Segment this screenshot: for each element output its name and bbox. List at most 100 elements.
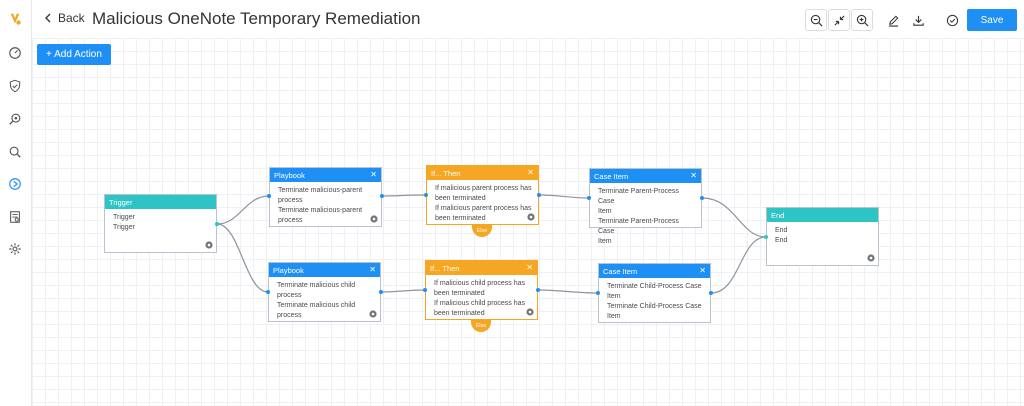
node-line: been terminated xyxy=(435,215,486,222)
output-port[interactable] xyxy=(537,193,541,197)
close-icon[interactable]: ✕ xyxy=(370,170,377,179)
node-line: End xyxy=(775,227,788,234)
node-line: If malicious parent process has xyxy=(435,205,532,212)
gear-icon[interactable] xyxy=(369,310,377,318)
playbook-child-node[interactable]: Playbook ✕ Terminate malicious child pro… xyxy=(268,262,381,322)
node-line: been terminated xyxy=(435,195,486,202)
gear-icon[interactable] xyxy=(370,215,378,223)
case-item-parent-header: Case Item ✕ xyxy=(590,169,701,183)
case-item-child-header: Case Item ✕ xyxy=(599,264,710,278)
save-button[interactable]: Save xyxy=(967,9,1017,31)
output-port[interactable] xyxy=(215,222,219,226)
header: Back Malicious OneNote Temporary Remedia… xyxy=(32,0,1024,38)
node-title: If... Then xyxy=(430,263,460,273)
node-title: Playbook xyxy=(273,265,304,275)
node-line: Terminate malicious-parent xyxy=(278,187,363,194)
edit-button[interactable] xyxy=(882,9,904,31)
check-circle-icon xyxy=(946,14,958,26)
output-port[interactable] xyxy=(379,290,383,294)
close-icon[interactable]: ✕ xyxy=(369,265,376,274)
input-port[interactable] xyxy=(423,288,427,292)
node-title: Playbook xyxy=(274,170,305,180)
node-line: If malicious child process has xyxy=(434,280,526,287)
else-branch-badge[interactable]: Else xyxy=(472,225,492,237)
if-then-child-header: If... Then ✕ xyxy=(426,261,537,275)
playbook-parent-header: Playbook ✕ xyxy=(270,168,381,182)
chevron-left-icon xyxy=(45,13,51,23)
zoom-in-button[interactable] xyxy=(851,9,873,31)
gear-icon[interactable] xyxy=(526,308,534,316)
playbook-child-header: Playbook ✕ xyxy=(269,263,380,277)
close-icon[interactable]: ✕ xyxy=(699,266,706,275)
node-line: Terminate malicious-parent xyxy=(278,207,363,214)
node-line: been terminated xyxy=(434,310,485,317)
fit-view-button[interactable] xyxy=(828,9,850,31)
back-button[interactable]: Back xyxy=(42,11,85,25)
node-line: process xyxy=(277,292,302,299)
node-line: Trigger xyxy=(113,214,135,221)
output-port[interactable] xyxy=(709,291,713,295)
validate-button[interactable] xyxy=(941,9,963,31)
if-then-parent-node[interactable]: If... Then ✕ If malicious parent process… xyxy=(426,165,539,225)
node-line: process xyxy=(278,217,303,224)
node-line: Item xyxy=(607,313,621,320)
node-line: Terminate Parent-Process Case xyxy=(598,188,679,205)
node-line: process xyxy=(278,197,303,204)
play-circle-icon[interactable] xyxy=(6,175,24,193)
node-line: Trigger xyxy=(113,224,135,231)
input-port[interactable] xyxy=(424,193,428,197)
close-icon[interactable]: ✕ xyxy=(527,168,534,177)
node-line: If malicious child process has xyxy=(434,300,526,307)
report-icon[interactable] xyxy=(6,208,24,226)
add-action-button[interactable]: + Add Action xyxy=(37,44,111,65)
zoom-in-icon xyxy=(856,14,868,26)
gear-icon[interactable] xyxy=(205,241,213,249)
node-line: Item xyxy=(598,238,612,245)
gear-icon[interactable] xyxy=(527,213,535,221)
download-icon xyxy=(912,15,924,26)
close-icon[interactable]: ✕ xyxy=(526,263,533,272)
input-port[interactable] xyxy=(764,235,768,239)
dashboard-icon[interactable] xyxy=(6,44,24,62)
gear-icon[interactable] xyxy=(867,254,875,262)
case-item-child-node[interactable]: Case Item ✕ Terminate Child-Process Case… xyxy=(598,263,711,323)
pencil-icon xyxy=(888,15,898,27)
if-then-child-node[interactable]: If... Then ✕ If malicious child process … xyxy=(425,260,538,320)
playbook-parent-node[interactable]: Playbook ✕ Terminate malicious-parent pr… xyxy=(269,167,382,227)
input-port[interactable] xyxy=(596,291,600,295)
node-line: Terminate Child-Process Case xyxy=(607,283,702,290)
search-icon[interactable] xyxy=(6,143,24,161)
output-port[interactable] xyxy=(380,194,384,198)
back-label: Back xyxy=(58,11,85,25)
logo-icon[interactable] xyxy=(6,10,24,28)
node-line: End xyxy=(775,237,788,244)
node-line: Terminate malicious child xyxy=(277,302,356,309)
close-icon[interactable]: ✕ xyxy=(690,171,697,180)
node-title: Case Item xyxy=(594,171,629,181)
input-port[interactable] xyxy=(266,290,270,294)
else-branch-badge[interactable]: Else xyxy=(471,320,491,332)
output-port[interactable] xyxy=(536,288,540,292)
trigger-node-header: Trigger xyxy=(105,195,216,209)
node-line: If malicious parent process has xyxy=(435,185,532,192)
trigger-node[interactable]: Trigger Trigger Trigger xyxy=(104,194,217,253)
input-port[interactable] xyxy=(587,196,591,200)
node-line: Terminate malicious child xyxy=(277,282,356,289)
settings-icon[interactable] xyxy=(6,240,24,258)
search-detail-icon[interactable] xyxy=(6,110,24,128)
if-then-parent-header: If... Then ✕ xyxy=(427,166,538,180)
download-button[interactable] xyxy=(907,9,929,31)
end-node-header: End xyxy=(767,208,878,222)
shield-icon[interactable] xyxy=(6,77,24,95)
case-item-parent-node[interactable]: Case Item ✕ Terminate Parent-Process Cas… xyxy=(589,168,702,245)
node-line: Terminate Child-Process Case xyxy=(607,303,702,310)
zoom-out-button[interactable] xyxy=(805,9,827,31)
output-port[interactable] xyxy=(700,196,704,200)
zoom-out-icon xyxy=(810,14,822,26)
node-title: End xyxy=(771,210,785,220)
node-line: Item xyxy=(607,293,621,300)
input-port[interactable] xyxy=(267,194,271,198)
node-line: Item xyxy=(598,208,612,215)
node-line: been terminated xyxy=(434,290,485,297)
end-node[interactable]: End End End xyxy=(766,207,879,266)
